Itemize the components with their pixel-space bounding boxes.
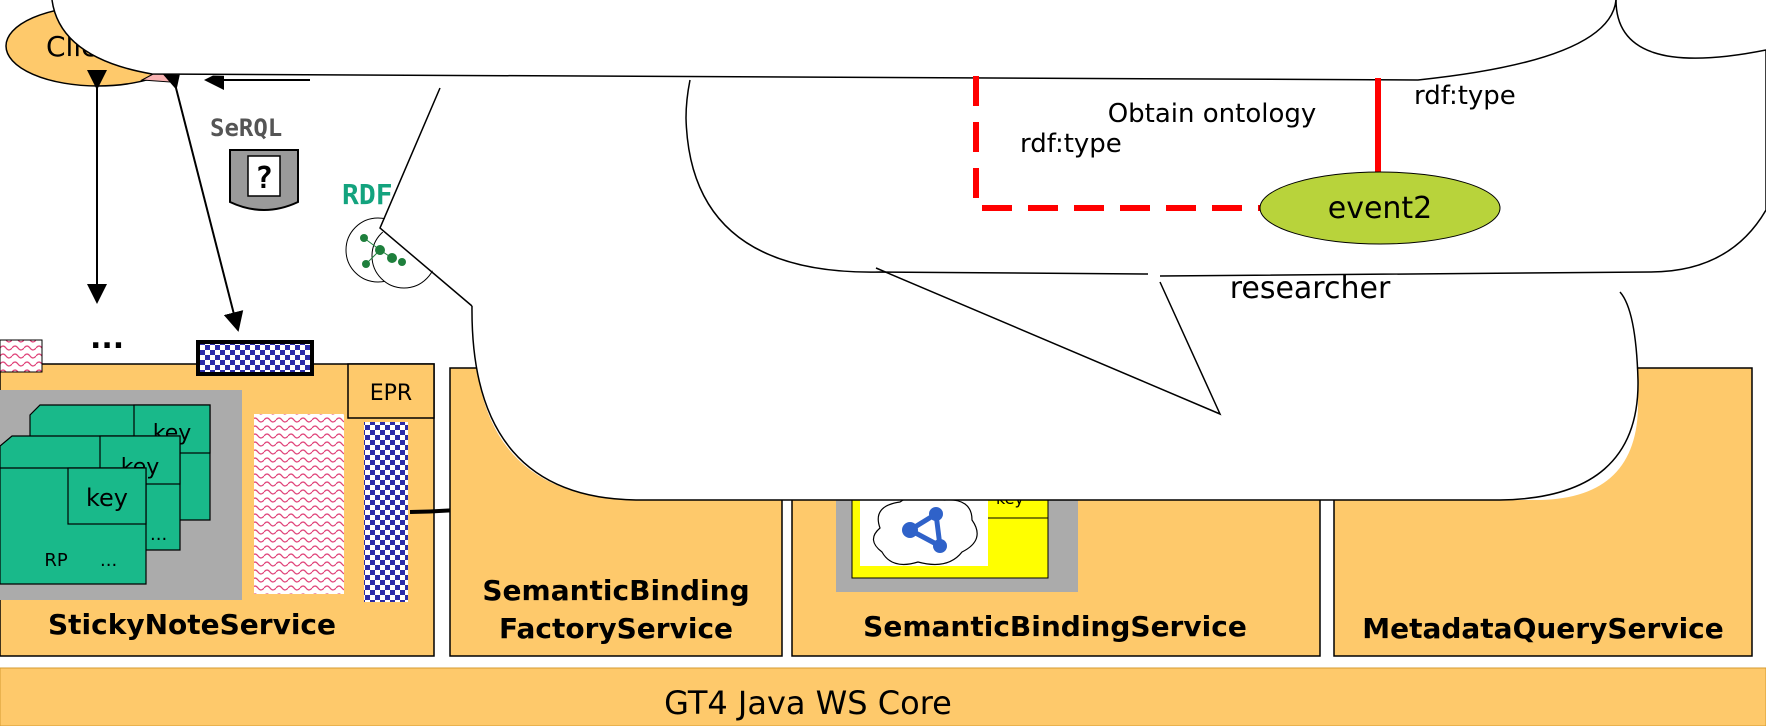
sticky-note-service: key key ... key RP ... EPR StickyNoteSer… — [0, 363, 435, 657]
core-bar — [0, 667, 1766, 726]
dashed-type-link — [973, 76, 1262, 211]
wave-resource-small — [0, 339, 43, 373]
semantic-binding-service-label: SemanticBindingService — [863, 610, 1247, 643]
epr-box — [347, 363, 435, 419]
rdf-label: RDF — [342, 178, 393, 211]
note-card: key RP ... — [0, 467, 147, 585]
resource-ellipsis: ... — [90, 321, 124, 356]
checker-resource-bar — [364, 422, 408, 602]
rdf-type-right-label: rdf:type — [1414, 81, 1516, 111]
sticky-note-service-label: StickyNoteService — [48, 608, 336, 641]
speech-cloud — [51, 0, 1766, 501]
client-epr-arrow — [161, 68, 244, 332]
rdf-type-left-label: rdf:type — [1020, 129, 1122, 159]
factory-service-label-line1: SemanticBinding — [482, 574, 749, 607]
factory-service-label-line2: FactoryService — [499, 612, 733, 645]
card-rp-label: RP — [44, 550, 68, 571]
serql-label: SeRQL — [210, 114, 282, 142]
card-key-label: key — [86, 484, 128, 512]
obtain-ontology-label: Obtain ontology — [1108, 99, 1317, 129]
wave-resource-bar — [254, 414, 344, 594]
metadata-query-service-label: MetadataQueryService — [1362, 612, 1724, 645]
core-label: GT4 Java WS Core — [664, 684, 952, 722]
event2-label: event2 — [1328, 191, 1433, 226]
checker-resource-small — [196, 340, 314, 376]
query-icon: ? — [229, 149, 299, 211]
card-more-label: ... — [150, 524, 167, 545]
card-more-label: ... — [100, 550, 117, 571]
epr-label: EPR — [370, 381, 412, 406]
event2-node — [1259, 171, 1501, 245]
query-glyph: ? — [255, 161, 273, 196]
researcher-label: researcher — [1230, 271, 1391, 306]
